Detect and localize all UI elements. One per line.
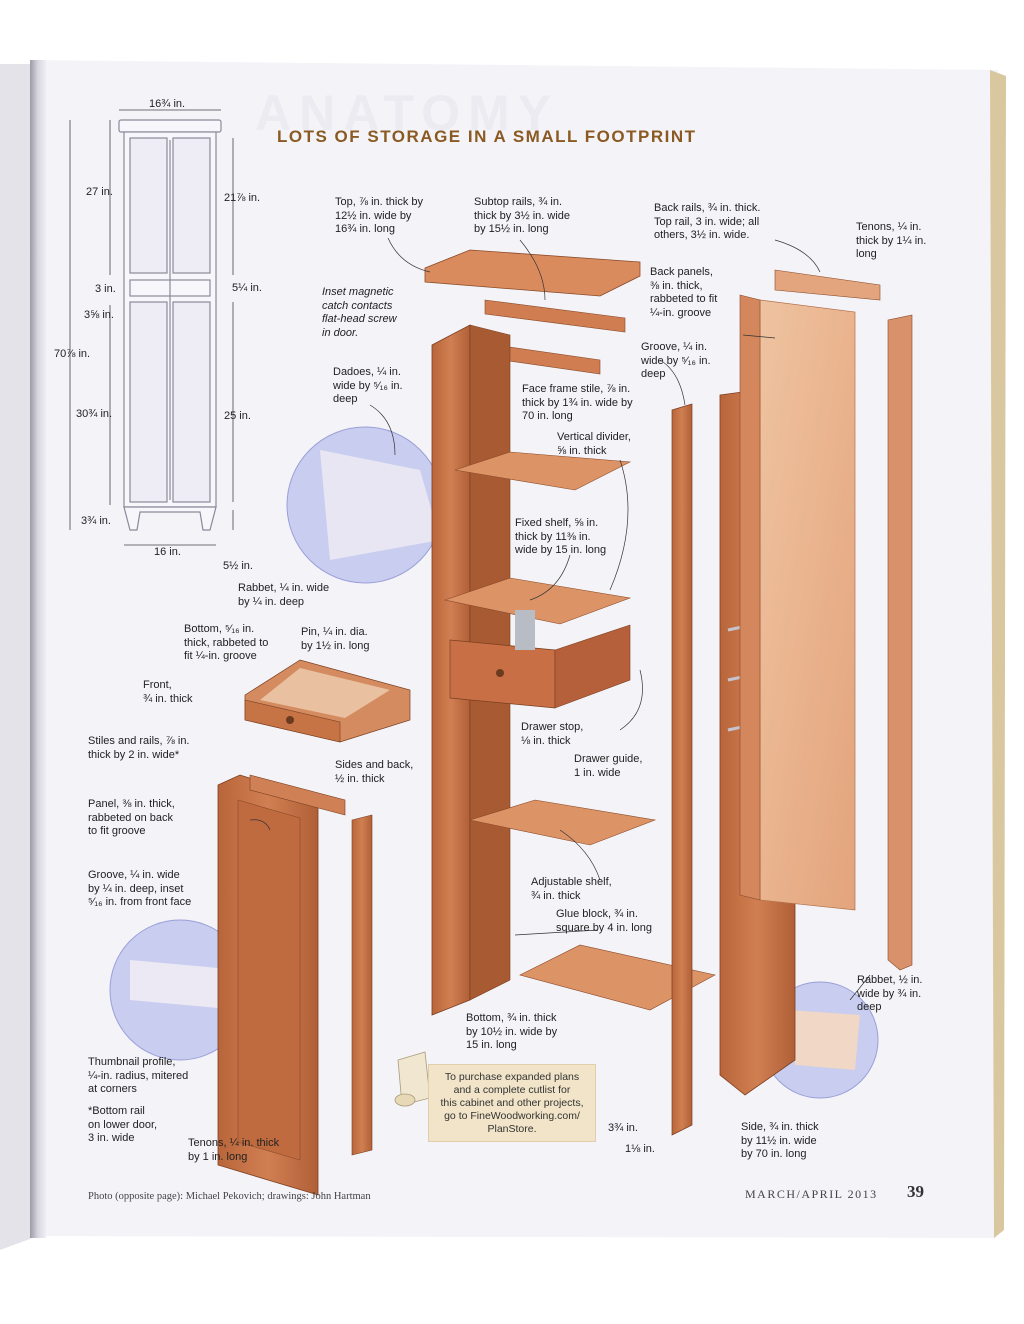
callout-adjustable-shelf: Adjustable shelf,¾ in. thick	[531, 876, 612, 902]
callout-glue-block: Glue block, ¾ in.square by 4 in. long	[556, 908, 653, 934]
dim-drawer-height: 5¼ in.	[232, 282, 262, 294]
dim-total-height: 70⅞ in.	[54, 348, 91, 360]
page-number: 39	[907, 1182, 924, 1201]
dim-leg-height: 5½ in.	[223, 560, 253, 572]
gutter-shadow	[30, 60, 46, 1238]
dim-top-width: 16¾ in.	[149, 98, 186, 110]
dim-upper-height: 27 in.	[86, 186, 113, 198]
callout-rabbet-half: Rabbet, ½ in.wide by ¾ in.deep	[857, 974, 923, 1013]
dim-base-width: 16 in.	[154, 546, 181, 558]
dim-rail-gap: 3⅝ in.	[84, 309, 114, 321]
page-subtitle: LOTS OF STORAGE IN A SMALL FOOTPRINT	[277, 127, 697, 146]
callout-drawer-front: Front,¾ in. thick	[143, 679, 193, 705]
scroll-icon	[394, 1051, 431, 1107]
callout-groove-back: Groove, ¼ in.wide by ⁵⁄₁₆ in.deep	[641, 341, 711, 380]
section-title: ANATOMY	[255, 85, 560, 141]
dim-upper-door: 21⅞ in.	[224, 192, 261, 204]
dimension-lines	[69, 109, 234, 546]
dim-drawer-rail: 3 in.	[95, 283, 116, 295]
issue-date: MARCH/APRIL 2013	[745, 1187, 878, 1201]
detail-circles	[109, 426, 879, 1099]
dim-base-front: 3¾ in.	[608, 1122, 638, 1134]
left-page-edge	[0, 64, 38, 1250]
callout-drawer-stop: Drawer stop,⅛ in. thick	[521, 721, 584, 747]
callout-drawer-sides: Sides and back,½ in. thick	[335, 759, 414, 785]
dim-lower-height: 30¾ in.	[76, 408, 113, 420]
dim-base-stile: 1⅛ in.	[625, 1143, 655, 1155]
photo-credit: Photo (opposite page): Michael Pekovich;…	[88, 1191, 371, 1202]
callout-tenons-back: Tenons, ¼ in.thick by 1¼ in.long	[856, 221, 927, 260]
callout-pin: Pin, ¼ in. dia.by 1½ in. long	[301, 626, 370, 652]
callout-drawer-guide: Drawer guide,1 in. wide	[574, 753, 643, 779]
exploded-drawer	[244, 659, 411, 743]
callout-dadoes: Dadoes, ¼ in.wide by ⁵⁄₁₆ in.deep	[333, 366, 403, 405]
promo-box: To purchase expanded plans and a complet…	[428, 1064, 596, 1142]
callout-face-frame-stile: Face frame stile, ⅞ in.thick by 1¾ in. w…	[522, 383, 633, 422]
callout-back-rails: Back rails, ¾ in. thick.Top rail, 3 in. …	[654, 202, 761, 241]
callout-stiles-rails: Stiles and rails, ⅞ in.thick by 2 in. wi…	[88, 735, 190, 761]
page-edge-stack	[990, 70, 1006, 1238]
exploded-door	[217, 774, 373, 1196]
callout-vertical-divider: Vertical divider,⅝ in. thick	[557, 431, 631, 457]
cabinet-carcass	[424, 249, 913, 1136]
callout-fixed-shelf: Fixed shelf, ⅝ in.thick by 11⅜ in.wide b…	[515, 517, 607, 556]
elevation-drawing	[118, 119, 222, 531]
dim-base-height: 3¾ in.	[81, 515, 111, 527]
leader-lines	[249, 237, 871, 1001]
dim-lower-door: 25 in.	[224, 410, 251, 422]
